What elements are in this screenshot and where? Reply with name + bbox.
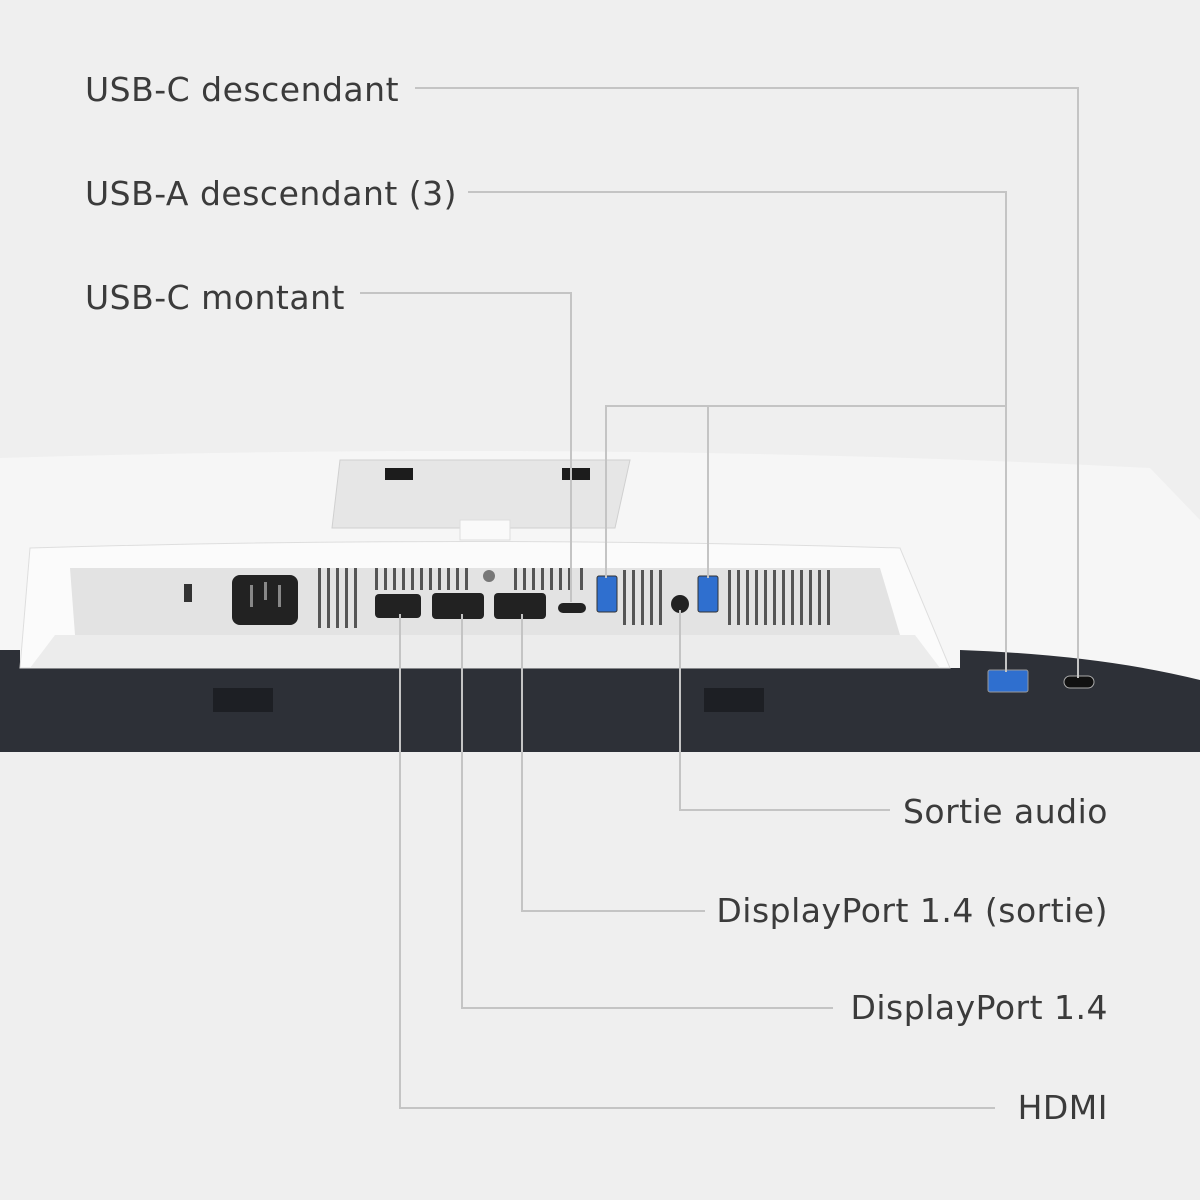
usb-a-side-port (987, 669, 1029, 693)
label-audio-out: Sortie audio (902, 792, 1108, 831)
usb-a-port-2 (697, 575, 719, 613)
displayport-out-port (494, 593, 546, 619)
label-hdmi: HDMI (1017, 1088, 1108, 1127)
usb-c-upstream-port (558, 603, 586, 613)
label-displayport-in: DisplayPort 1.4 (850, 988, 1108, 1027)
audio-jack (671, 595, 689, 613)
hdmi-port (375, 594, 421, 618)
label-usb-c-upstream: USB-C montant (85, 278, 345, 317)
callout-lines (360, 87, 1079, 1109)
lock-slot (184, 584, 192, 602)
monitor-bottom-band (0, 650, 1200, 752)
usb-a-port-1 (596, 575, 618, 613)
displayport-in-port (432, 593, 484, 619)
label-usb-a-downstream: USB-A descendant (3) (85, 174, 458, 213)
vents (318, 568, 830, 628)
label-usb-c-downstream: USB-C descendant (85, 70, 400, 109)
label-displayport-out: DisplayPort 1.4 (sortie) (716, 891, 1108, 930)
